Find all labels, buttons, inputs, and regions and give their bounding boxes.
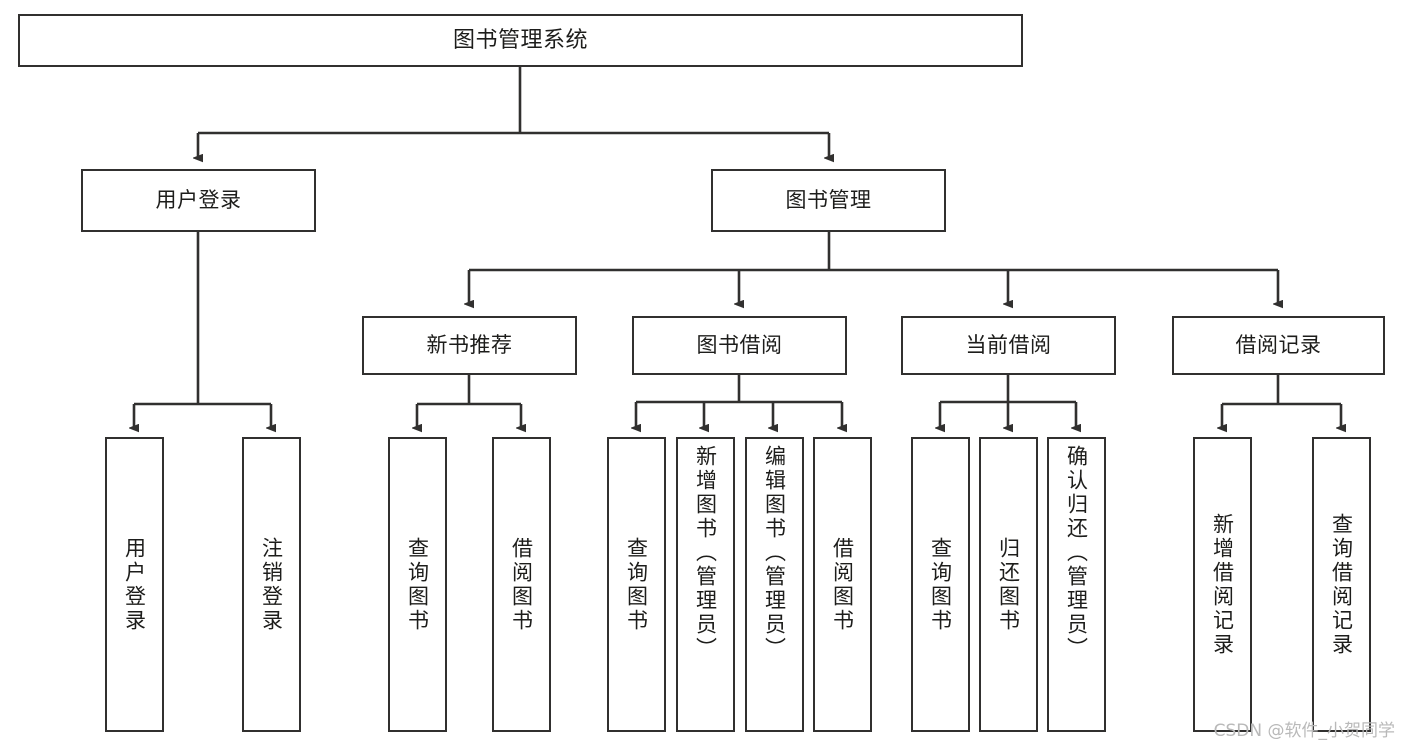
node-label: 借阅图书	[509, 536, 534, 633]
node-label: 查询借阅记录	[1329, 512, 1354, 657]
csdn-watermark: CSDN @软件_小贺同学	[1213, 721, 1395, 741]
node-label: 图书借阅	[696, 333, 783, 358]
leaf-new-book-borrow[interactable]: 借阅图书	[492, 437, 551, 732]
leaf-record-query-record[interactable]: 查询借阅记录	[1312, 437, 1371, 732]
node-label: 图书管理系统	[452, 27, 588, 53]
leaf-current-query-book[interactable]: 查询图书	[911, 437, 970, 732]
leaf-new-book-query[interactable]: 查询图书	[388, 437, 447, 732]
node-user-login[interactable]: 用户登录	[81, 169, 316, 232]
leaf-borrow-query-book[interactable]: 查询图书	[607, 437, 666, 732]
node-label: 用户登录	[122, 536, 147, 633]
node-label: 归还图书	[996, 536, 1021, 633]
node-label: 图书管理	[785, 188, 872, 213]
node-current-borrow[interactable]: 当前借阅	[901, 316, 1116, 375]
leaf-borrow-borrow-book[interactable]: 借阅图书	[813, 437, 872, 732]
node-borrow-record[interactable]: 借阅记录	[1172, 316, 1385, 375]
node-label: 新增图书（管理员）	[693, 445, 718, 661]
node-label: 查询图书	[405, 536, 430, 633]
node-label: 借阅图书	[830, 536, 855, 633]
leaf-borrow-edit-book-admin[interactable]: 编辑图书（管理员）	[745, 437, 804, 732]
node-label: 编辑图书（管理员）	[762, 445, 787, 661]
node-label: 用户登录	[155, 188, 242, 213]
node-new-book-recommend[interactable]: 新书推荐	[362, 316, 577, 375]
leaf-user-login-login[interactable]: 用户登录	[105, 437, 164, 732]
leaf-current-confirm-return-admin[interactable]: 确认归还（管理员）	[1047, 437, 1106, 732]
node-book-management[interactable]: 图书管理	[711, 169, 946, 232]
node-label: 查询图书	[928, 536, 953, 633]
node-label: 查询图书	[624, 536, 649, 633]
leaf-borrow-add-book-admin[interactable]: 新增图书（管理员）	[676, 437, 735, 732]
node-label: 借阅记录	[1235, 333, 1322, 358]
node-label: 确认归还（管理员）	[1064, 445, 1089, 661]
leaf-record-add-record[interactable]: 新增借阅记录	[1193, 437, 1252, 732]
leaf-user-login-logout[interactable]: 注销登录	[242, 437, 301, 732]
leaf-current-return-book[interactable]: 归还图书	[979, 437, 1038, 732]
node-label: 新增借阅记录	[1210, 512, 1235, 657]
node-label: 当前借阅	[965, 333, 1052, 358]
node-label: 注销登录	[259, 536, 284, 633]
node-label: 新书推荐	[426, 333, 513, 358]
node-book-borrow[interactable]: 图书借阅	[632, 316, 847, 375]
node-root-system[interactable]: 图书管理系统	[18, 14, 1023, 67]
